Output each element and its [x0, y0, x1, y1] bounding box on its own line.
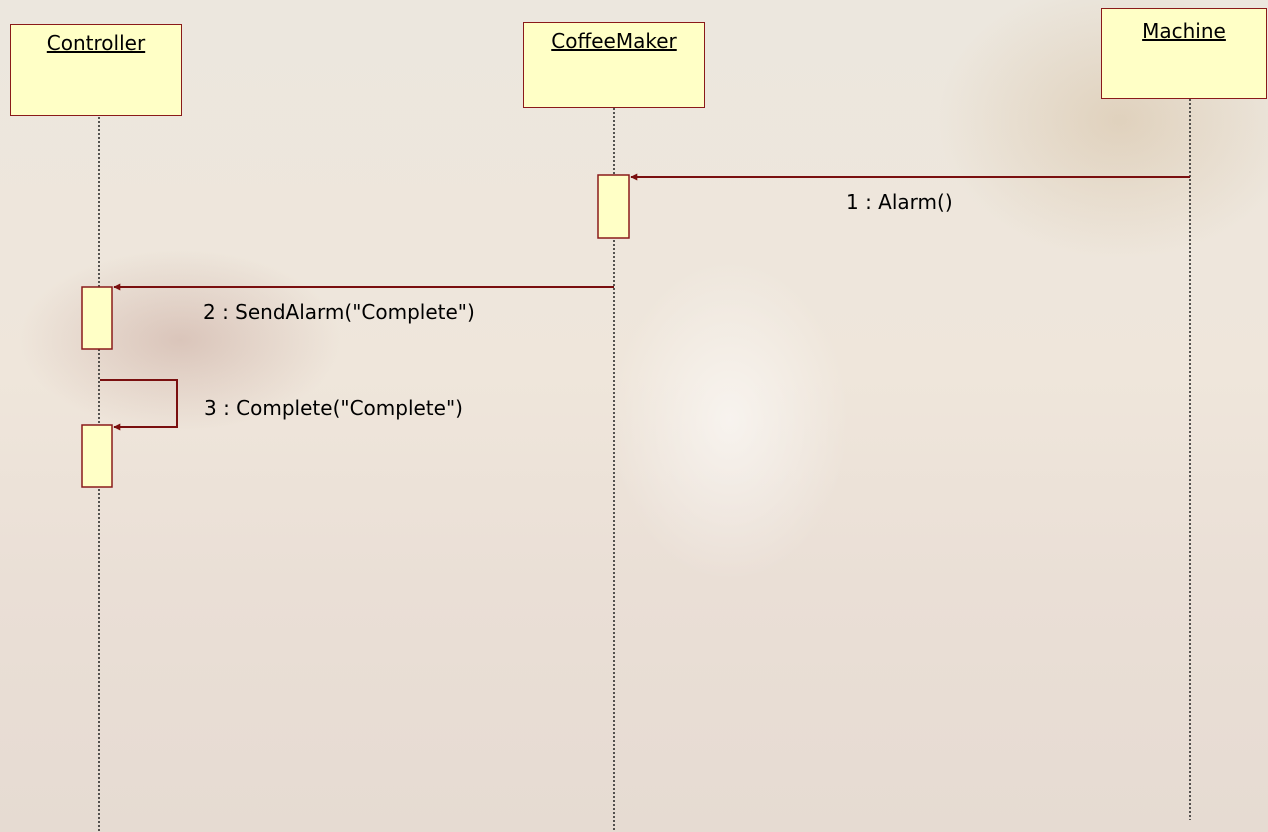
message-3-label: 3 : Complete("Complete") [204, 396, 463, 420]
message-2-label: 2 : SendAlarm("Complete") [203, 300, 475, 324]
lifeline-coffeemaker-label: CoffeeMaker [551, 29, 677, 53]
activation-controller-2[interactable] [81, 424, 113, 488]
lifeline-machine-label: Machine [1142, 19, 1226, 43]
message-1-label: 1 : Alarm() [846, 190, 953, 214]
lifeline-controller-label: Controller [46, 31, 146, 55]
lifeline-coffeemaker[interactable]: CoffeeMaker [523, 22, 705, 108]
lifeline-controller[interactable]: Controller [10, 24, 182, 116]
activation-coffeemaker[interactable] [597, 174, 630, 239]
lifeline-machine[interactable]: Machine [1101, 8, 1267, 99]
message-3-arrow[interactable] [100, 379, 178, 431]
activation-controller-1[interactable] [81, 286, 113, 350]
